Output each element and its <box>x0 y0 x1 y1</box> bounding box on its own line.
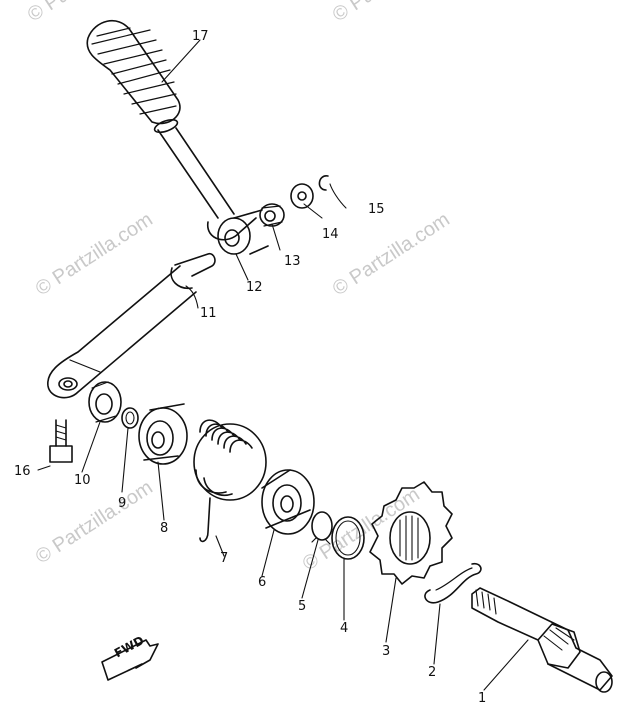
callout-8[interactable]: 8 <box>160 521 169 536</box>
callout-9[interactable]: 9 <box>118 496 127 511</box>
callout-15[interactable]: 15 <box>368 202 385 217</box>
callout-7[interactable]: 7 <box>220 551 229 566</box>
callout-5[interactable]: 5 <box>298 599 307 614</box>
callout-13[interactable]: 13 <box>284 254 301 269</box>
part-1-kick-axle[interactable] <box>471 587 613 693</box>
part-13-bushing[interactable] <box>259 203 285 227</box>
part-2-ratchet-clip[interactable] <box>424 562 482 604</box>
kick-lever-upper-shaft <box>157 127 257 241</box>
callout-16[interactable]: 16 <box>14 464 31 479</box>
callout-3[interactable]: 3 <box>382 644 391 659</box>
callout-12[interactable]: 12 <box>246 280 263 295</box>
part-7-kick-spring[interactable] <box>193 419 267 543</box>
callout-leader-lines <box>37 39 529 691</box>
part-8-spring-guide[interactable] <box>138 403 188 465</box>
callout-11[interactable]: 11 <box>200 306 217 321</box>
fwd-arrow <box>101 639 159 681</box>
callout-4[interactable]: 4 <box>340 621 349 636</box>
part-5-circlip[interactable] <box>311 511 333 545</box>
callout-10[interactable]: 10 <box>74 473 91 488</box>
callout-2[interactable]: 2 <box>428 665 437 680</box>
callout-1[interactable]: 1 <box>478 691 487 706</box>
part-15-circlip[interactable] <box>318 175 329 191</box>
part-17-kick-grip[interactable] <box>86 19 181 135</box>
part-4-thrust-ring[interactable] <box>331 516 365 560</box>
part-9-circlip[interactable] <box>121 407 139 429</box>
part-14-washer[interactable] <box>290 183 314 209</box>
callout-14[interactable]: 14 <box>322 227 339 242</box>
part-12-pivot-boss[interactable] <box>217 209 269 255</box>
part-3-kick-gear[interactable] <box>369 481 453 585</box>
part-16-bolt[interactable] <box>49 419 73 463</box>
part-10-oil-seal[interactable] <box>88 381 122 423</box>
part-11-kick-crank[interactable] <box>47 252 216 399</box>
part-6-spring-cover[interactable] <box>261 469 315 535</box>
callout-6[interactable]: 6 <box>258 575 267 590</box>
callout-17[interactable]: 17 <box>192 29 209 44</box>
